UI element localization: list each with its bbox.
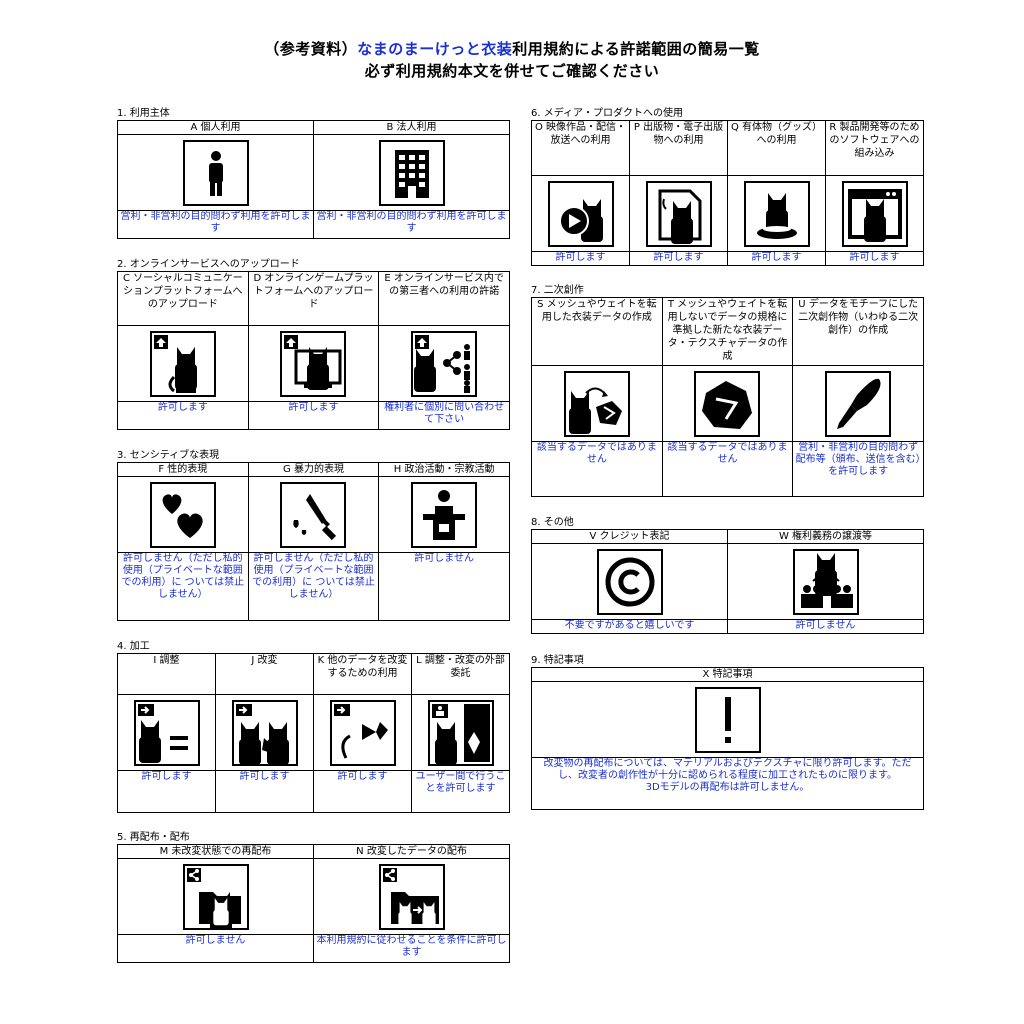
video-icon	[547, 180, 614, 247]
answer-text: 許可します	[117, 401, 249, 430]
brand-name: なまのまーけっと衣装	[357, 40, 513, 58]
answer-text: 該当するデータではありません	[661, 441, 794, 497]
col-head: J 改変	[215, 653, 314, 695]
answer-text: 不要ですがあると嬉しいです	[531, 619, 728, 634]
col-head: P 出版物・電子出版物への利用	[629, 120, 728, 176]
col-head: T メッシュやウェイトを転用しないでデータの規格に準拠した新たな衣装データ・テク…	[661, 297, 794, 366]
software-icon	[841, 180, 908, 247]
answer-text: 許可しません	[378, 552, 510, 621]
col-head: G 暴力的表現	[247, 462, 380, 477]
goods-icon	[743, 180, 810, 247]
answer-text: 営利・非営利の目的問わず配布等（頒布、送信を含む）を許可します	[792, 441, 924, 497]
section-special-notes: 9. 特記事項 X 特記事項 改変物の再配布については、マテリアルおよびテクスチ…	[531, 654, 924, 810]
hearts-icon	[149, 481, 216, 548]
copyright-icon	[596, 548, 663, 615]
col-head: B 法人利用	[313, 120, 510, 135]
document-subtitle: 必ず利用規約本文を併せてご確認ください	[364, 62, 660, 80]
publication-icon	[645, 180, 712, 247]
answer-text: 営利・非営利の目的問わず利用を許可します	[313, 210, 510, 239]
section-sensitive: 3. センシティブな表現 F 性的表現 G 暴力的表現 H 政治活動・宗教活動 …	[117, 449, 510, 621]
col-head: X 特記事項	[531, 667, 924, 682]
section-other: 8. その他 V クレジット表記 W 権利義務の譲渡等 不要ですがあると嬉しいで…	[531, 516, 924, 634]
pen-icon	[825, 370, 892, 437]
section-title: 3. センシティブな表現	[117, 450, 220, 461]
col-head: E オンラインサービス内での第三者への利用の許諾	[378, 271, 510, 326]
answer-text: ユーザー間で行うことを許可します	[411, 770, 510, 813]
share-users-icon	[411, 330, 478, 397]
answer-text: 許可します	[313, 770, 412, 813]
col-head: M 未改変状態での再配布	[117, 844, 314, 859]
answer-text: 改変物の再配布については、マテリアルおよびテクスチャに限り許可します。ただし、改…	[543, 758, 912, 782]
section-usage-subject: 1. 利用主体 A 個人利用 B 法人利用 営利・非営利の目的問わず利用を許可し…	[117, 107, 510, 239]
col-head: O 映像作品・配信・放送への利用	[531, 120, 630, 176]
section-title: 7. 二次創作	[531, 285, 584, 296]
mesh-transfer-icon	[563, 370, 630, 437]
section-redistribution: 5. 再配布・配布 M 未改変状態での再配布 N 改変したデータの配布 許可しま…	[117, 831, 510, 963]
title-suffix: 利用規約による許諾範囲の簡易一覧	[512, 40, 760, 58]
reuse-icon	[329, 699, 396, 766]
office-building-icon	[378, 139, 445, 206]
col-head: D オンラインゲームプラットフォームへのアップロード	[247, 271, 380, 326]
title-prefix: （参考資料）	[264, 40, 358, 58]
answer-text: 許可します	[215, 770, 314, 813]
section-title: 8. その他	[531, 517, 574, 528]
col-head: I 調整	[117, 653, 216, 695]
document-title: （参考資料）なまのまーけっと衣装利用規約による許諾範囲の簡易一覧	[0, 38, 1024, 59]
answer-text: 許可します	[531, 251, 630, 266]
answer-text: 許可しません（ただし私的使用（プライベートな範囲での利用）に ついては禁止しませ…	[247, 552, 380, 621]
answer-text: 許可します	[825, 251, 924, 266]
outsource-icon	[427, 699, 494, 766]
col-head: L 調整・改変の外部委託	[411, 653, 510, 695]
adjust-icon	[133, 699, 200, 766]
col-head: R 製品開発等のためのソフトウェアへの組み込み	[825, 120, 924, 176]
answer-text: 許可します	[117, 770, 216, 813]
section-media-products: 6. メディア・プロダクトへの使用 O 映像作品・配信・放送への利用 P 出版物…	[531, 107, 924, 266]
section-derivative-works: 7. 二次創作 S メッシュやウェイトを転用した衣装データの作成 T メッシュや…	[531, 284, 924, 497]
col-head: Q 有体物（グッズ）への利用	[727, 120, 826, 176]
col-head: V クレジット表記	[531, 529, 728, 544]
answer-text: 許可しません（ただし私的使用（プライベートな範囲での利用）に ついては禁止しませ…	[117, 552, 249, 621]
col-head: A 個人利用	[117, 120, 314, 135]
section-title: 2. オンラインサービスへのアップロード	[117, 259, 300, 270]
game-upload-icon	[280, 330, 347, 397]
answer-text: 該当するデータではありません	[531, 441, 663, 497]
col-head: S メッシュやウェイトを転用した衣装データの作成	[531, 297, 663, 366]
answer-text: 本利用規約に従わせることを条件に許可します	[313, 934, 510, 963]
section-title: 9. 特記事項	[531, 655, 584, 666]
knife-icon	[280, 481, 347, 548]
exclamation-icon	[694, 686, 761, 753]
col-head: U データをモチーフにした二次創作物（いわゆる二次創作）の作成	[792, 297, 924, 366]
new-data-icon	[694, 370, 761, 437]
answer-text: 許可しません	[117, 934, 314, 963]
person-icon	[182, 139, 249, 206]
answer-text: 3Dモデルの再配布は許可しません。	[645, 782, 810, 793]
section-online-upload: 2. オンラインサービスへのアップロード C ソーシャルコミュニケーションプラッ…	[117, 258, 510, 430]
section-title: 1. 利用主体	[117, 108, 170, 119]
section-title: 5. 再配布・配布	[117, 832, 190, 843]
answer-text: 許可します	[247, 401, 380, 430]
col-head: N 改変したデータの配布	[313, 844, 510, 859]
col-head: F 性的表現	[117, 462, 249, 477]
modify-icon	[231, 699, 298, 766]
answer-text: 権利者に個別に問い合わせて下さい	[378, 401, 510, 430]
transfer-rights-icon	[792, 548, 859, 615]
answer-text: 許可しません	[727, 619, 924, 634]
col-head: K 他のデータを改変するための利用	[313, 653, 412, 695]
answer-text: 許可します	[629, 251, 728, 266]
redistribute-icon	[182, 863, 249, 930]
answer-text: 営利・非営利の目的問わず利用を許可します	[117, 210, 314, 239]
col-head: W 権利義務の譲渡等	[727, 529, 924, 544]
col-head: H 政治活動・宗教活動	[378, 462, 510, 477]
section-title: 6. メディア・プロダクトへの使用	[531, 108, 684, 119]
section-processing: 4. 加工 I 調整 J 改変 K 他のデータを改変するための利用 L 調整・改…	[117, 640, 510, 813]
social-upload-icon	[149, 330, 216, 397]
podium-icon	[411, 481, 478, 548]
answer-text: 許可します	[727, 251, 826, 266]
distribute-modified-icon	[378, 863, 445, 930]
col-head: C ソーシャルコミュニケーションプラットフォームへのアップロード	[117, 271, 249, 326]
section-title: 4. 加工	[117, 641, 150, 652]
